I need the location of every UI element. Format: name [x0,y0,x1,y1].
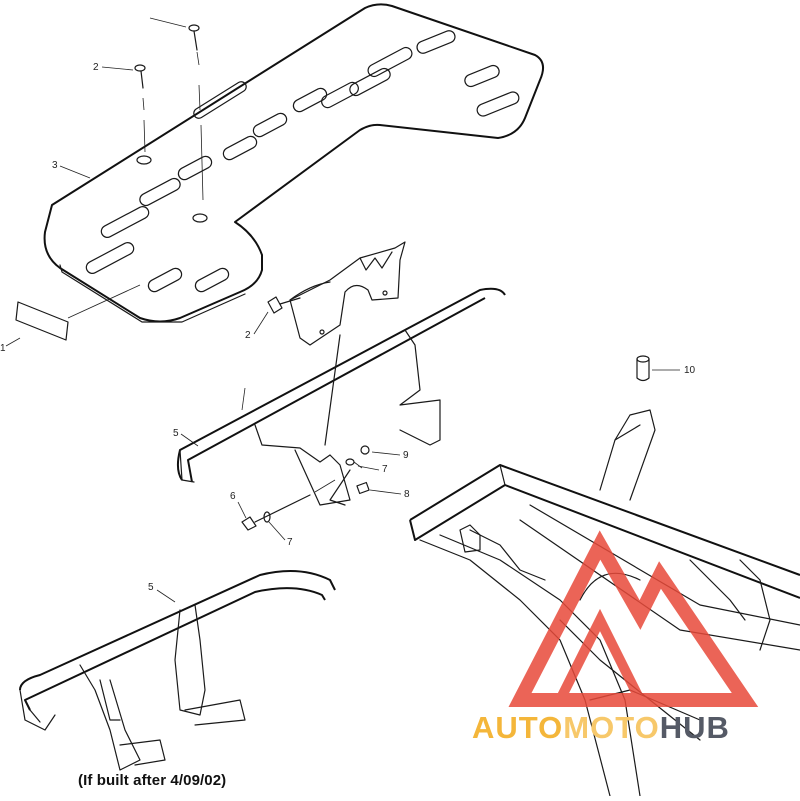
bolt-icon [267,296,301,314]
reflector [15,284,141,341]
watermark-text: AUTOMOTOHUB [472,710,730,746]
bolt-icon [134,64,146,153]
callout-10: 10 [684,365,696,376]
watermark-part-3: HUB [659,710,730,745]
callout-7a: 7 [382,464,388,475]
watermark-logo [508,530,759,707]
callout-5a: 5 [173,428,179,439]
callout-3: 3 [52,160,58,171]
rack-support-inset [19,570,336,771]
diagram-caption: (If built after 4/09/02) [78,772,227,789]
callout-5b: 5 [148,582,154,593]
bushing [636,355,680,382]
rear-rack [43,3,545,323]
bolt-icon [188,24,204,201]
callout-7b: 7 [287,537,293,548]
nut-icon [345,445,370,495]
callout-1: 1 [0,343,6,354]
rack-support-tube [176,287,506,506]
callout-8: 8 [404,489,410,500]
callout-9: 9 [403,450,409,461]
mounting-bracket [289,241,406,346]
callout-2a: 2 [93,62,99,73]
callout-labels: 2 3 1 2 5 9 7 8 6 7 10 5 [0,17,696,603]
watermark-part-1: AUTO [472,710,564,745]
watermark-part-2: MOTO [563,710,660,745]
bolt-icon [241,479,336,531]
callout-6: 6 [230,491,236,502]
callout-2b: 2 [245,330,251,341]
